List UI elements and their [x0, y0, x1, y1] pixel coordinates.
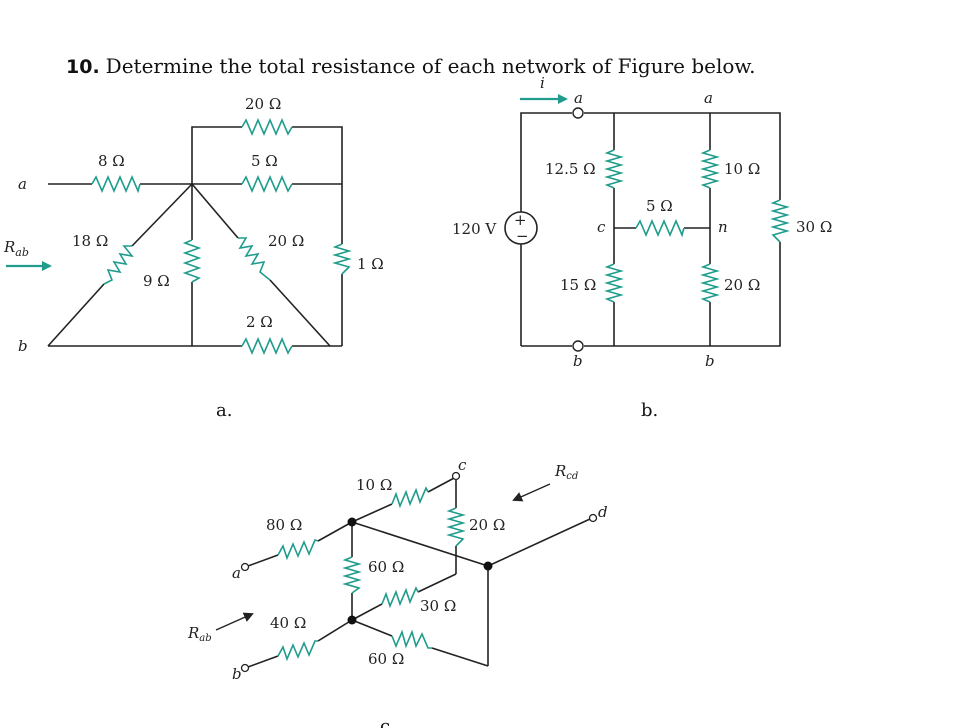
resistor-30	[770, 199, 790, 243]
resistor-18	[103, 245, 134, 285]
label-40: 40 Ω	[270, 614, 306, 632]
label-80: 80 Ω	[266, 516, 302, 534]
node-a2-label: a	[704, 89, 713, 107]
label-15: 15 Ω	[560, 276, 596, 294]
resistor-20-top	[241, 117, 293, 137]
resistor-10	[700, 149, 720, 189]
node-c-label: c	[458, 456, 467, 474]
terminal-a	[572, 107, 584, 119]
label-60-bottom: 60 Ω	[368, 650, 404, 668]
figure-b: + − i a a b b c n 120 V 12.5 Ω 15 Ω 5 Ω …	[452, 74, 832, 421]
resistor-40	[277, 640, 318, 662]
junction-node-1	[347, 517, 357, 527]
resistor-12-5	[604, 149, 624, 189]
label-12-5: 12.5 Ω	[545, 160, 596, 178]
terminal-b	[240, 663, 250, 673]
resistor-20-diag	[238, 237, 271, 281]
label-8: 8 Ω	[98, 152, 125, 170]
resistor-60-vertical	[342, 556, 362, 594]
label-5: 5 Ω	[251, 152, 278, 170]
node-a-label: a	[232, 564, 241, 582]
resistor-5	[241, 174, 293, 194]
rcd-arrow	[512, 483, 551, 502]
terminal-a	[240, 562, 250, 572]
label-18: 18 Ω	[72, 232, 108, 250]
resistor-80	[277, 539, 319, 561]
resistor-5	[635, 218, 685, 238]
junction-node-2	[347, 615, 357, 625]
label-10: 10 Ω	[724, 160, 760, 178]
source-plus: +	[514, 211, 527, 229]
resistor-8	[91, 174, 141, 194]
terminal-b	[572, 340, 584, 352]
terminal-c	[451, 471, 461, 481]
node-b2-label: b	[705, 352, 715, 370]
rcd-label: Rcd	[554, 462, 578, 482]
current-label: i	[540, 74, 545, 92]
label-2: 2 Ω	[246, 313, 273, 331]
node-d-label: d	[598, 503, 608, 521]
label-20: 20 Ω	[724, 276, 760, 294]
label-60-vertical: 60 Ω	[368, 558, 404, 576]
junction-node-3	[483, 561, 493, 571]
figure-a: a b Rab 20 Ω 8 Ω 5 Ω 18 Ω 9 Ω 20 Ω 1 Ω 2…	[3, 95, 384, 421]
caption-a: a.	[216, 400, 232, 421]
question-prompt: Determine the total resistance of each n…	[105, 54, 756, 78]
terminal-d	[588, 513, 598, 523]
label-30: 30 Ω	[420, 597, 456, 615]
resistor-30	[381, 586, 419, 609]
node-n-label: n	[718, 218, 728, 236]
label-10: 10 Ω	[356, 476, 392, 494]
rab-label: Rab	[3, 238, 29, 259]
resistor-60-bottom	[391, 629, 432, 649]
resistor-10	[391, 486, 429, 509]
node-b1-label: b	[573, 352, 583, 370]
label-20: 20 Ω	[469, 516, 505, 534]
node-a1-label: a	[574, 89, 583, 107]
node-c-label: c	[597, 218, 606, 236]
label-9: 9 Ω	[143, 272, 170, 290]
caption-b: b.	[641, 400, 658, 421]
resistor-15	[604, 263, 624, 303]
rab-label: Rab	[187, 624, 212, 644]
resistor-9	[182, 239, 202, 283]
question-text: 10.Determine the total resistance of eac…	[66, 54, 756, 78]
caption-c: c.	[380, 716, 396, 728]
node-a-label: a	[18, 175, 27, 193]
source-minus: −	[516, 227, 529, 245]
figure-c: a b c d Rab Rcd 10 Ω 80 Ω 20 Ω 60 Ω 30 Ω…	[187, 456, 608, 728]
rab-arrow-c	[215, 612, 254, 631]
node-b-label: b	[18, 337, 28, 355]
node-b-label: b	[232, 665, 242, 683]
label-1: 1 Ω	[357, 255, 384, 273]
label-20-top: 20 Ω	[245, 95, 281, 113]
voltage-source	[504, 211, 538, 245]
label-5: 5 Ω	[646, 197, 673, 215]
source-label: 120 V	[452, 220, 497, 238]
label-20-diag: 20 Ω	[268, 232, 304, 250]
resistor-2	[241, 336, 293, 356]
resistor-1	[332, 243, 352, 275]
label-30: 30 Ω	[796, 218, 832, 236]
question-number: 10.	[66, 56, 100, 78]
resistor-20	[700, 263, 720, 303]
resistor-20	[446, 507, 466, 547]
